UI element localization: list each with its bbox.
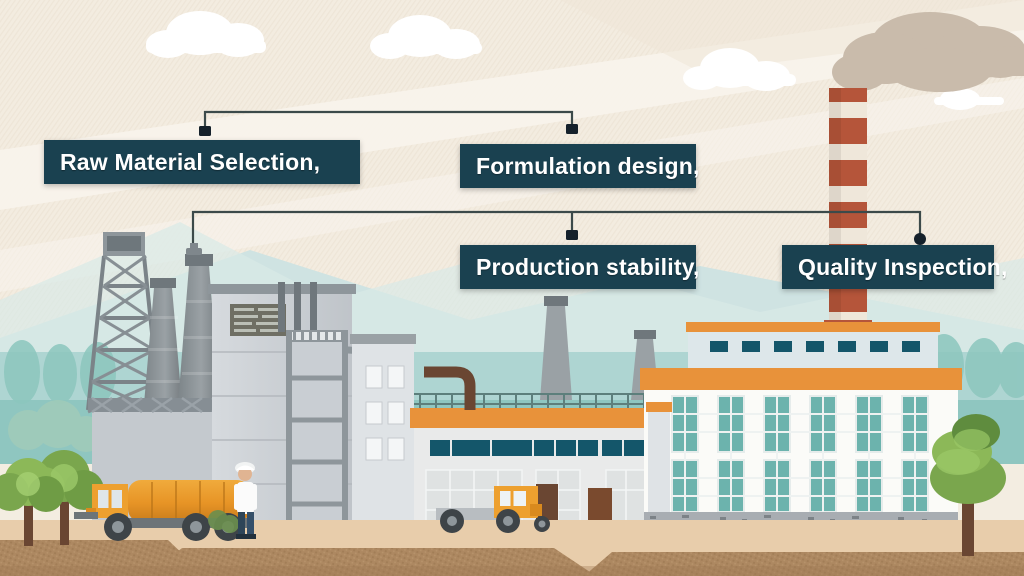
- pipe-rack: [278, 282, 317, 332]
- warehouse-upper-windows: [430, 440, 644, 456]
- callout-label-text: Quality Inspection,: [798, 253, 1008, 280]
- bg-bush-left: [8, 400, 104, 452]
- cloud-small-right: [934, 88, 1004, 110]
- roadside-bush: [208, 510, 239, 533]
- smokestack-tall-right: [540, 296, 572, 400]
- tanker-truck: [74, 480, 252, 541]
- signage-text: [234, 308, 280, 332]
- marker-square-3: [566, 230, 578, 240]
- small-truck-wheels: [440, 509, 550, 533]
- brown-elbow-pipe: [424, 366, 476, 410]
- silo-block: [350, 334, 416, 532]
- cloud-center: [370, 15, 482, 59]
- marker-square-1: [199, 126, 211, 136]
- marker-dot-4: [914, 233, 926, 245]
- tree-left-front: [0, 458, 64, 546]
- worker-figure: [234, 462, 257, 539]
- smokestack-center: [178, 254, 220, 404]
- main-window-grid: [671, 395, 929, 513]
- cloud-group: [146, 11, 1004, 110]
- callout-raw-material-selection[interactable]: Raw Material Selection,: [44, 140, 360, 184]
- cloud-left: [146, 11, 266, 58]
- ground-layer: [0, 520, 1024, 576]
- marker-square-2: [566, 124, 578, 134]
- main-white-building: [640, 322, 962, 532]
- scaffold-column: [286, 330, 348, 530]
- connector-top: [203, 110, 574, 132]
- smokestack-left: [144, 278, 182, 404]
- smoke-plume: [832, 12, 1024, 92]
- penthouse-windows: [710, 341, 920, 352]
- callout-production-stability[interactable]: Production stability,: [460, 245, 699, 289]
- callout-quality-inspection[interactable]: Quality Inspection,: [782, 245, 1007, 289]
- connector-pole-base: [186, 243, 202, 255]
- small-truck: [436, 486, 550, 533]
- connector-markers: [186, 124, 926, 255]
- smokestack-group: [144, 254, 659, 404]
- callout-label-text: Raw Material Selection,: [60, 148, 321, 175]
- cloud-right: [683, 48, 796, 91]
- connector-bottom: [191, 210, 922, 252]
- callout-label-text: Production stability,: [476, 253, 700, 280]
- callout-formulation-design[interactable]: Formulation design,: [460, 144, 699, 188]
- tree-right: [930, 414, 1006, 556]
- side-annex-block: [646, 402, 672, 512]
- callout-label-text: Formulation design,: [476, 152, 700, 179]
